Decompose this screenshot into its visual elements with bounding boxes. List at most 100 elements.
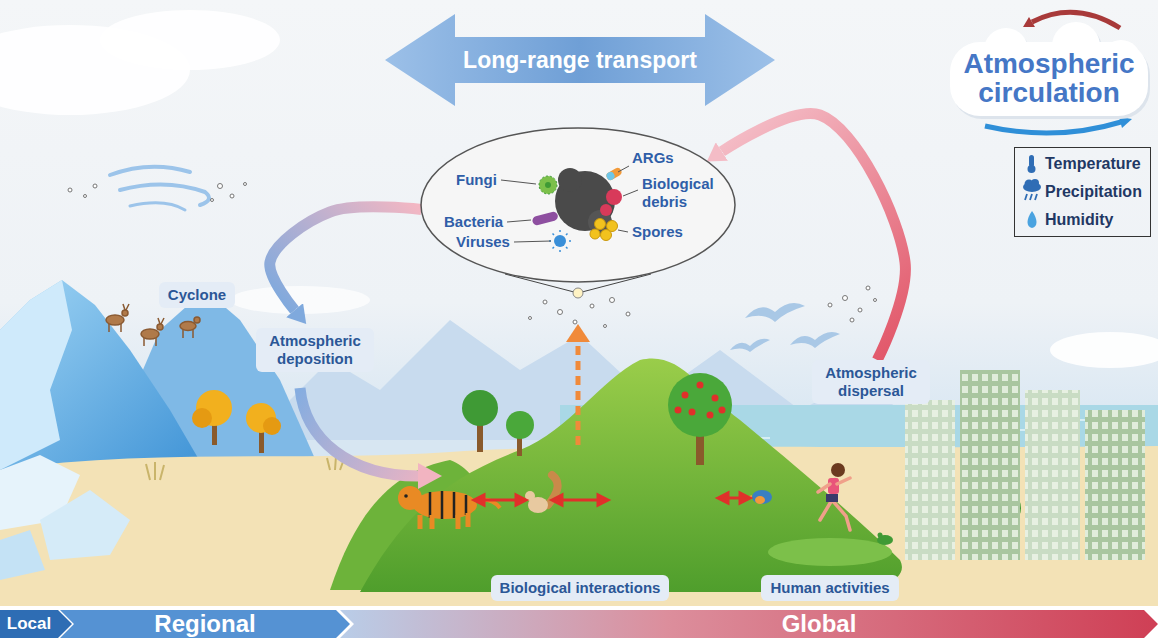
- virus-symbol: [549, 230, 571, 252]
- runner: [818, 478, 850, 530]
- airborne-particle: [843, 296, 848, 301]
- process-label: Cyclone: [159, 282, 235, 308]
- cloud-body: [950, 22, 1148, 116]
- airborne-particle: [866, 286, 870, 290]
- sky-cloud: [100, 10, 280, 70]
- autumn-tree: [192, 408, 212, 428]
- tiger: [398, 486, 422, 510]
- emission-arrow: [566, 324, 590, 445]
- leader-line: [618, 230, 628, 232]
- runner: [818, 463, 850, 530]
- process-label: Atmospheric dispersal: [821, 364, 921, 400]
- interaction-arrow: [560, 499, 600, 502]
- scale-label: Regional: [154, 610, 255, 638]
- interaction-arrow: [740, 493, 750, 503]
- airborne-particle: [68, 188, 72, 192]
- deer: [144, 318, 164, 346]
- pond: [768, 538, 892, 566]
- apple-tree: [712, 395, 719, 402]
- interaction-arrow: [718, 493, 728, 503]
- city-building: [960, 370, 1020, 560]
- frog: [878, 533, 883, 538]
- autumn-tree: [192, 390, 281, 453]
- climate-icon: [1028, 211, 1037, 228]
- apple-tree: [689, 409, 696, 416]
- spore-symbol: [590, 219, 618, 241]
- airborne-particle: [543, 300, 547, 304]
- apple-tree: [675, 407, 682, 414]
- deer: [122, 310, 128, 316]
- scale-chevron: Regional: [60, 610, 350, 638]
- grass: [146, 456, 344, 480]
- interaction-arrow: [474, 495, 484, 505]
- flow-arrow: [722, 114, 906, 360]
- leader-line: [623, 190, 638, 196]
- cyclone-wind: [130, 203, 185, 210]
- leader-line: [507, 220, 531, 222]
- airborne-particle: [218, 184, 223, 189]
- interaction-arrow: [598, 495, 608, 505]
- scale-chevron: Local: [0, 610, 72, 638]
- deer: [106, 304, 200, 346]
- cyclone-wind: [110, 167, 209, 210]
- scale-label: Global: [782, 610, 857, 638]
- tiger: [398, 486, 500, 529]
- component-label: Biological debris: [642, 175, 722, 211]
- climate-factor: Humidity: [1019, 206, 1142, 234]
- tiger: [404, 494, 408, 498]
- ellipse-fill: [421, 128, 735, 282]
- apple-tree: [675, 382, 726, 419]
- tree: [462, 390, 498, 426]
- airborne-particle: [230, 194, 234, 198]
- debris-symbol: [600, 189, 622, 216]
- emission-arrow: [576, 340, 581, 445]
- component-label: Spores: [632, 223, 683, 241]
- transport-arrow: Long-range transport: [385, 14, 775, 106]
- airborne-particle: [850, 318, 854, 322]
- climate-icon: [1025, 194, 1037, 200]
- city-building: [1025, 390, 1080, 560]
- scale-band: [340, 610, 1158, 638]
- airborne-particle: [590, 304, 594, 308]
- flying-bird: [745, 303, 805, 322]
- bacteria-symbol: [531, 211, 558, 226]
- cloud-title: Atmospheric circulation: [951, 49, 1147, 108]
- scale-label: Local: [7, 610, 51, 638]
- interaction-arrow: [482, 499, 518, 502]
- spore-symbol: [595, 219, 606, 230]
- circulation-arrow: [985, 122, 1121, 133]
- debris-symbol: [606, 189, 622, 205]
- climate-icon: [1023, 155, 1041, 228]
- airborne-particle: [529, 317, 532, 320]
- process-label: Human activities: [761, 575, 898, 601]
- cyclone-wind: [110, 167, 190, 175]
- bird: [755, 496, 765, 504]
- leader-line: [514, 241, 551, 242]
- process-label: Atmospheric deposition: [256, 328, 374, 372]
- scale-chevron: [0, 610, 72, 638]
- component-label: Viruses: [456, 233, 510, 251]
- process-label: Atmospheric dispersal: [812, 360, 930, 404]
- flying-bird: [730, 303, 840, 352]
- city-building: [1025, 390, 1080, 560]
- climate-factor: Temperature: [1019, 150, 1142, 178]
- city-building: [905, 400, 955, 560]
- apple-tree: [668, 373, 732, 437]
- magnified-particle: [573, 288, 583, 298]
- airborne-particle: [828, 303, 832, 307]
- ice-face: [0, 280, 72, 470]
- ice-mountain: [0, 280, 205, 470]
- emission-arrow: [566, 324, 590, 342]
- sky-cloud: [0, 10, 1158, 368]
- arrow-label: Long-range transport: [463, 47, 697, 74]
- flow-arrow: [270, 207, 421, 310]
- process-label: Cyclone: [168, 286, 226, 304]
- fungi-symbol: [545, 182, 551, 188]
- sky-cloud: [230, 286, 370, 314]
- process-label: Biological interactions: [500, 579, 661, 597]
- particle-ellipse: FungiARGsBiological debrisBacteriaViruse…: [420, 127, 736, 283]
- process-label: Biological interactions: [491, 575, 670, 601]
- runner: [831, 463, 845, 477]
- squirrel: [525, 475, 558, 513]
